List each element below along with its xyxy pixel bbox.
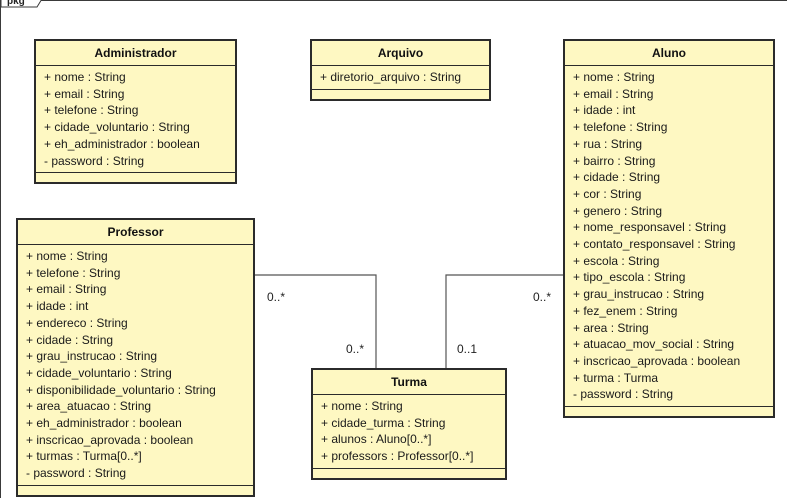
- attribute: + area_atuacao : String: [26, 399, 152, 414]
- attribute: + email : String: [44, 86, 125, 101]
- class-arquivo[interactable]: Arquivo + diretorio_arquivo : String: [310, 39, 491, 101]
- attribute: + alunos : Aluno[0..*]: [321, 432, 432, 447]
- association-professor-turma: [254, 274, 377, 369]
- attribute: + inscricao_aprovada : boolean: [26, 432, 194, 447]
- class-name: Arquivo: [312, 41, 489, 66]
- attribute: + telefone : String: [26, 265, 121, 280]
- attribute: + grau_instrucao : String: [573, 287, 705, 302]
- attribute: + nome : String: [321, 399, 403, 413]
- class-name: Turma: [313, 370, 505, 395]
- class-aluno[interactable]: Aluno + nome : String + email : String + i…: [563, 39, 775, 419]
- operation-compartment: [312, 90, 489, 99]
- class-professor[interactable]: Professor + nome : String + telefone : St…: [16, 218, 255, 497]
- operation-compartment: [565, 407, 773, 416]
- attribute: + eh_administrador : boolean: [44, 136, 200, 151]
- class-name: Professor: [18, 220, 253, 245]
- attribute: + nome : String: [26, 249, 108, 263]
- operation-compartment: [313, 469, 505, 478]
- attribute: - password : String: [26, 466, 127, 481]
- attribute: + nome_responsavel : String: [573, 220, 727, 235]
- multiplicity-turma-end-professor: 0..*: [346, 342, 365, 356]
- attribute: + grau_instrucao : String: [26, 349, 158, 364]
- attribute: + cidade_voluntario : String: [26, 365, 172, 380]
- attribute: + cidade : String: [573, 170, 661, 185]
- attribute: + cidade_turma : String: [321, 415, 446, 430]
- multiplicity-aluno-end: 0..*: [533, 290, 552, 304]
- attribute-compartment: + nome : String + email : String + telefon…: [36, 66, 235, 174]
- attribute: + idade : int: [573, 103, 636, 118]
- attribute: + diretorio_arquivo : String: [320, 70, 462, 84]
- attribute: + cor : String: [573, 186, 642, 201]
- attribute: + area : String: [573, 320, 649, 335]
- attribute: + tipo_escola : String: [573, 270, 686, 285]
- attribute: + email : String: [573, 86, 654, 101]
- attribute: + fez_enem : String: [573, 303, 678, 318]
- attribute: + contato_responsavel : String: [573, 237, 736, 252]
- attribute: + email : String: [26, 282, 107, 297]
- attribute: + turma : Turma: [573, 370, 659, 385]
- attribute: + genero : String: [573, 203, 663, 218]
- multiplicity-turma-end-aluno: 0..1: [457, 342, 478, 356]
- class-name: Aluno: [565, 41, 773, 66]
- attribute: + professors : Professor[0..*]: [321, 449, 474, 464]
- attribute: - password : String: [573, 387, 674, 402]
- association-aluno-turma: [445, 274, 563, 369]
- attribute: + rua : String: [573, 136, 643, 151]
- attribute: + atuacao_mov_social : String: [573, 337, 735, 352]
- attribute-compartment: + nome : String + telefone : String + emai…: [18, 245, 253, 486]
- class-turma[interactable]: Turma + nome : String + cidade_turma : St…: [311, 368, 507, 480]
- attribute-compartment: + nome : String + email : String + idade :…: [565, 66, 773, 408]
- operation-compartment: [18, 486, 253, 495]
- attribute: + idade : int: [26, 299, 89, 314]
- attribute: + inscricao_aprovada : boolean: [573, 353, 741, 368]
- multiplicity-professor-end: 0..*: [267, 290, 286, 304]
- attribute: + telefone : String: [44, 103, 139, 118]
- attribute: + cidade : String: [26, 332, 114, 347]
- attribute: + turmas : Turma[0..*]: [26, 449, 142, 464]
- class-administrador[interactable]: Administrador + nome : String + email : S…: [34, 39, 237, 185]
- attribute: + bairro : String: [573, 153, 656, 168]
- attribute: + disponibilidade_voluntario : String: [26, 382, 216, 397]
- attribute: + escola : String: [573, 253, 660, 268]
- operation-compartment: [36, 173, 235, 182]
- attribute: + nome : String: [44, 70, 126, 84]
- attribute: + cidade_voluntario : String: [44, 120, 190, 135]
- class-name: Administrador: [36, 41, 235, 66]
- attribute: - password : String: [44, 153, 145, 168]
- attribute: + telefone : String: [573, 120, 668, 135]
- attribute: + nome : String: [573, 70, 655, 84]
- attribute: + endereco : String: [26, 315, 128, 330]
- attribute-compartment: + diretorio_arquivo : String: [312, 66, 489, 90]
- attribute-compartment: + nome : String + cidade_turma : String + …: [313, 395, 505, 469]
- attribute: + eh_administrador : boolean: [26, 416, 182, 431]
